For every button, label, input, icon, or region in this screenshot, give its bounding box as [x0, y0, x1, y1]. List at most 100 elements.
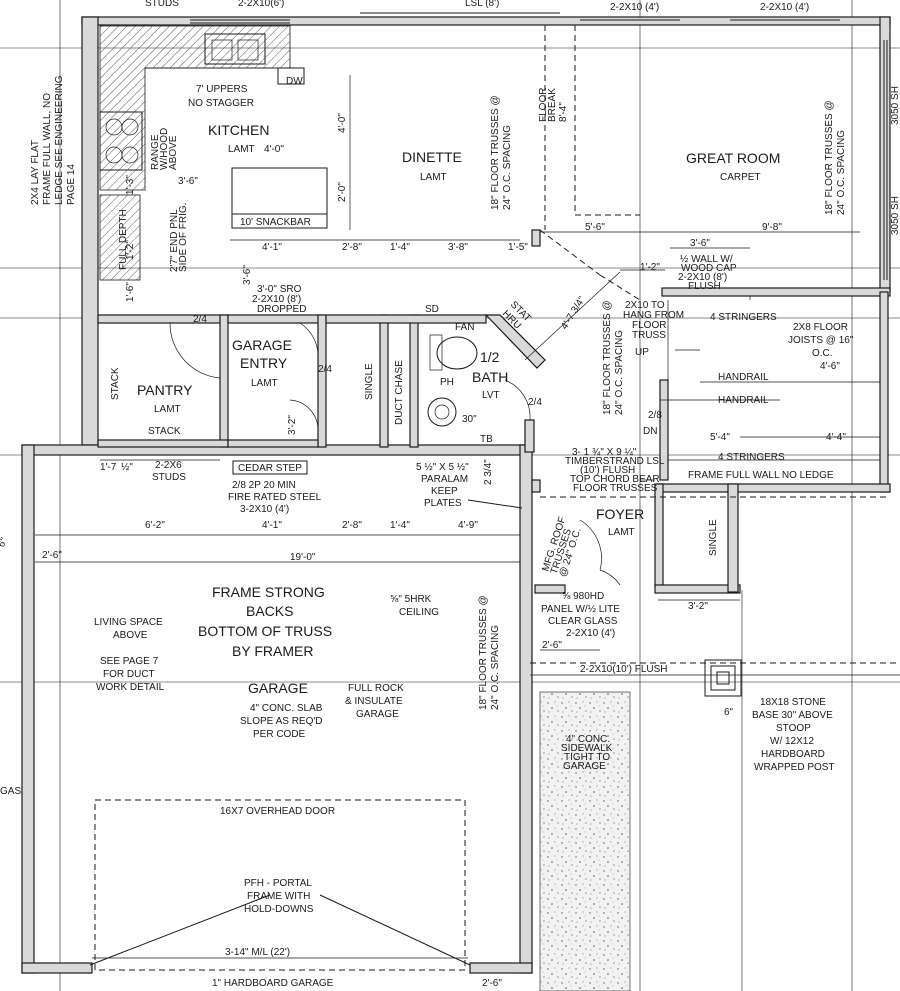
garage-entry-floor: LAMT — [251, 378, 278, 389]
studs-note-1: 2-2X6 — [155, 460, 182, 471]
kitchen-floor: LAMT — [228, 144, 255, 155]
svg-text:PAGE 14: PAGE 14 — [66, 164, 77, 205]
garage-note-2: SLOPE AS REQ'D — [240, 716, 323, 727]
sro-note-1: 3'-0" SRO — [257, 284, 302, 295]
hang-truss-note-3: FLOOR — [632, 320, 666, 331]
room-bath-2: BATH — [472, 369, 508, 385]
fan-label: FAN — [455, 322, 474, 333]
window-label-2: 3050 SH — [890, 196, 900, 235]
dim-kitchen-3-6: 3'-6" — [178, 176, 198, 187]
room-great-room: GREAT ROOM — [686, 150, 780, 166]
sro-note-2: 2-2X10 (8') — [252, 294, 301, 305]
ph-label: PH — [440, 377, 454, 388]
dim-4-0-vertical: 4'-0" — [337, 113, 348, 133]
svg-text:BREAK: BREAK — [547, 88, 558, 122]
stone-6: WRAPPED POST — [754, 762, 835, 773]
dimension-lines — [35, 75, 900, 676]
dim-kitchen-4-0: 4'-0" — [264, 144, 284, 155]
uppers-note-1: 7' UPPERS — [196, 84, 248, 95]
pfh-1: PFH - PORTAL — [244, 878, 312, 889]
svg-text:RANGE: RANGE — [150, 134, 161, 170]
fire-door-2: FIRE RATED STEEL — [228, 492, 322, 503]
dim-5-4: 5'-4" — [710, 432, 730, 443]
svg-text:24" O.C. SPACING: 24" O.C. SPACING — [490, 625, 501, 710]
panel-1: PANEL W/½ LITE — [541, 604, 620, 615]
duct-chase: DUCT CHASE — [394, 360, 405, 425]
see-page-1: SEE PAGE 7 — [100, 656, 159, 667]
handrail-2: HANDRAIL — [718, 395, 769, 406]
hang-truss-note-1: 2X10 TO — [625, 300, 665, 311]
fire-door-1: 2/8 2P 20 MIN — [232, 480, 296, 491]
dim-3-6-vertical: 3'-6" — [242, 265, 253, 285]
dinette-floor: LAMT — [420, 172, 447, 183]
snackbar-label: 10' SNACKBAR — [240, 217, 311, 228]
dim-2-6-bottom: 2'-6" — [482, 978, 502, 989]
svg-text:SIDE OF FRIG.: SIDE OF FRIG. — [178, 203, 189, 272]
frame-strong-1: FRAME STRONG — [212, 584, 325, 600]
end-panel-note: 2'7" END PNL SIDE OF FRIG. — [169, 203, 189, 272]
single-2: SINGLE — [708, 519, 719, 556]
sidewalk-1: 4" CONC. — [566, 734, 610, 745]
stone-5: HARDBOARD — [761, 749, 825, 760]
sidewalk-4: GARAGE — [563, 761, 606, 772]
full-rock-2: & INSULATE — [345, 696, 403, 707]
kitchen-cabinets — [99, 25, 328, 281]
dw-label: DW — [286, 76, 303, 87]
garage-note-3: PER CODE — [253, 729, 306, 740]
timberstrand-5: FLOOR TRUSSES — [573, 483, 658, 494]
gas-label: GAS — [0, 786, 21, 797]
panel-2: CLEAR GLASS — [548, 616, 618, 627]
svg-text:FRAME FULL WALL, NO: FRAME FULL WALL, NO — [42, 93, 53, 205]
dim-19-0: 19'-0" — [290, 552, 316, 563]
dim-1-2-vertical: 1'-2" — [125, 240, 136, 260]
dim-4-4: 4'-4" — [826, 432, 846, 443]
stairs — [660, 296, 880, 461]
stone-3: STOOP — [776, 723, 811, 734]
dim-1-3: 1'-3" — [125, 175, 136, 195]
room-garage-entry-1: GARAGE — [232, 337, 292, 353]
dim-1-4: 1'-4" — [390, 242, 410, 253]
svg-text:24" O.C. SPACING: 24" O.C. SPACING — [614, 330, 625, 415]
trusses-dinette-note: 18" FLOOR TRUSSES @ 24" O.C. SPACING — [490, 95, 513, 210]
thirty-label: 30" — [462, 414, 477, 425]
left-wall-note: 2X4 LAY FLAT FRAME FULL WALL, NO LEDGE S… — [30, 75, 77, 205]
hang-truss-note-2: HANG FROM — [623, 310, 684, 321]
svg-text:24" O.C. SPACING: 24" O.C. SPACING — [836, 130, 847, 215]
bath-fixtures — [427, 334, 478, 427]
pfh-3: HOLD-DOWNS — [244, 904, 314, 915]
timberstrand-2: TIMBERSTRAND LSL — [565, 456, 665, 467]
pantry-floor: LAMT — [154, 404, 181, 415]
uppers-note-2: NO STAGGER — [188, 98, 254, 109]
window-label-1: 3050 SH — [890, 86, 900, 125]
fire-door-3: 3-2X10 (4') — [240, 504, 289, 515]
up-label: UP — [635, 347, 649, 358]
stone-1: 18X18 STONE — [760, 697, 826, 708]
dim-2-6-left: 2'-6" — [42, 550, 62, 561]
dim-4-1-bottom: 4'-1" — [262, 520, 282, 531]
dim-2-3-4: 2 3/4" — [483, 459, 494, 485]
trusses-great-note: 18" FLOOR TRUSSES @ 24" O.C. SPACING — [824, 100, 847, 215]
walls — [21, 16, 891, 974]
garage-header: 3-14" M/L (22') — [225, 947, 290, 958]
sidewalk — [539, 691, 631, 991]
stringers-bottom: 4 STRINGERS — [718, 452, 785, 463]
shrk-2: CEILING — [399, 607, 439, 618]
living-space-2: ABOVE — [113, 630, 148, 641]
joists-note-1: 2X8 FLOOR — [793, 322, 848, 333]
stack-1: STACK — [110, 367, 121, 400]
timberstrand-3: (10') FLUSH — [580, 465, 635, 476]
dim-diagonal: 4'-7 3/4" — [559, 294, 588, 331]
dim-1-5: 1'-5" — [508, 242, 528, 253]
see-page-2: FOR DUCT — [103, 669, 155, 680]
door-2-4-c: 2/4 — [528, 397, 542, 408]
dim-6-2: 6'-2" — [145, 520, 165, 531]
dim-1-4-bottom: 1'-4" — [390, 520, 410, 531]
wall-cap-note-2: WOOD CAP — [681, 263, 737, 274]
door-swings — [169, 322, 621, 586]
trusses-stair-note: 18" FLOOR TRUSSES @ 24" O.C. SPACING — [602, 300, 625, 415]
svg-text:18" FLOOR TRUSSES @: 18" FLOOR TRUSSES @ — [824, 100, 835, 215]
stone-post — [704, 659, 742, 697]
room-garage: GARAGE — [248, 680, 308, 696]
full-rock-3: GARAGE — [356, 709, 399, 720]
